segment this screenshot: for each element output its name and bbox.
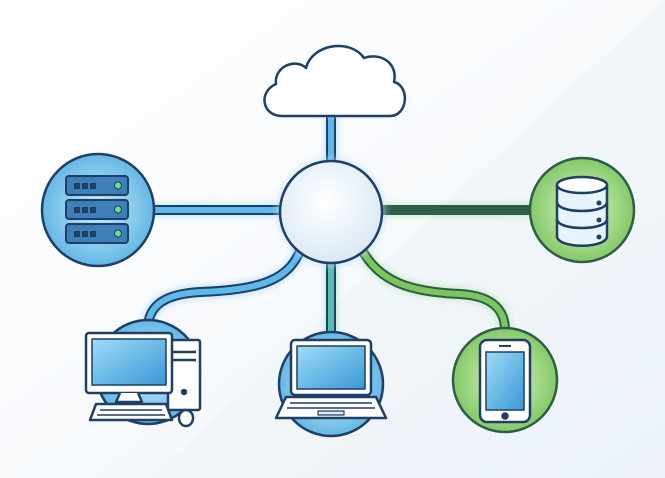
smartphone-icon [478, 338, 532, 424]
link-smartphone-hub [357, 245, 510, 335]
laptop-icon [274, 338, 388, 420]
desktop-computer-icon [84, 331, 202, 428]
laptop-node [274, 330, 388, 438]
database-icon [555, 175, 609, 247]
server-rack-icon [65, 175, 129, 244]
smartphone-node [451, 326, 559, 434]
database-node [528, 156, 636, 264]
desktop-node [84, 318, 202, 428]
central-hub [276, 157, 386, 267]
link-desktop-hub [143, 243, 306, 330]
server-node [40, 152, 156, 268]
cloud-icon [263, 44, 407, 118]
